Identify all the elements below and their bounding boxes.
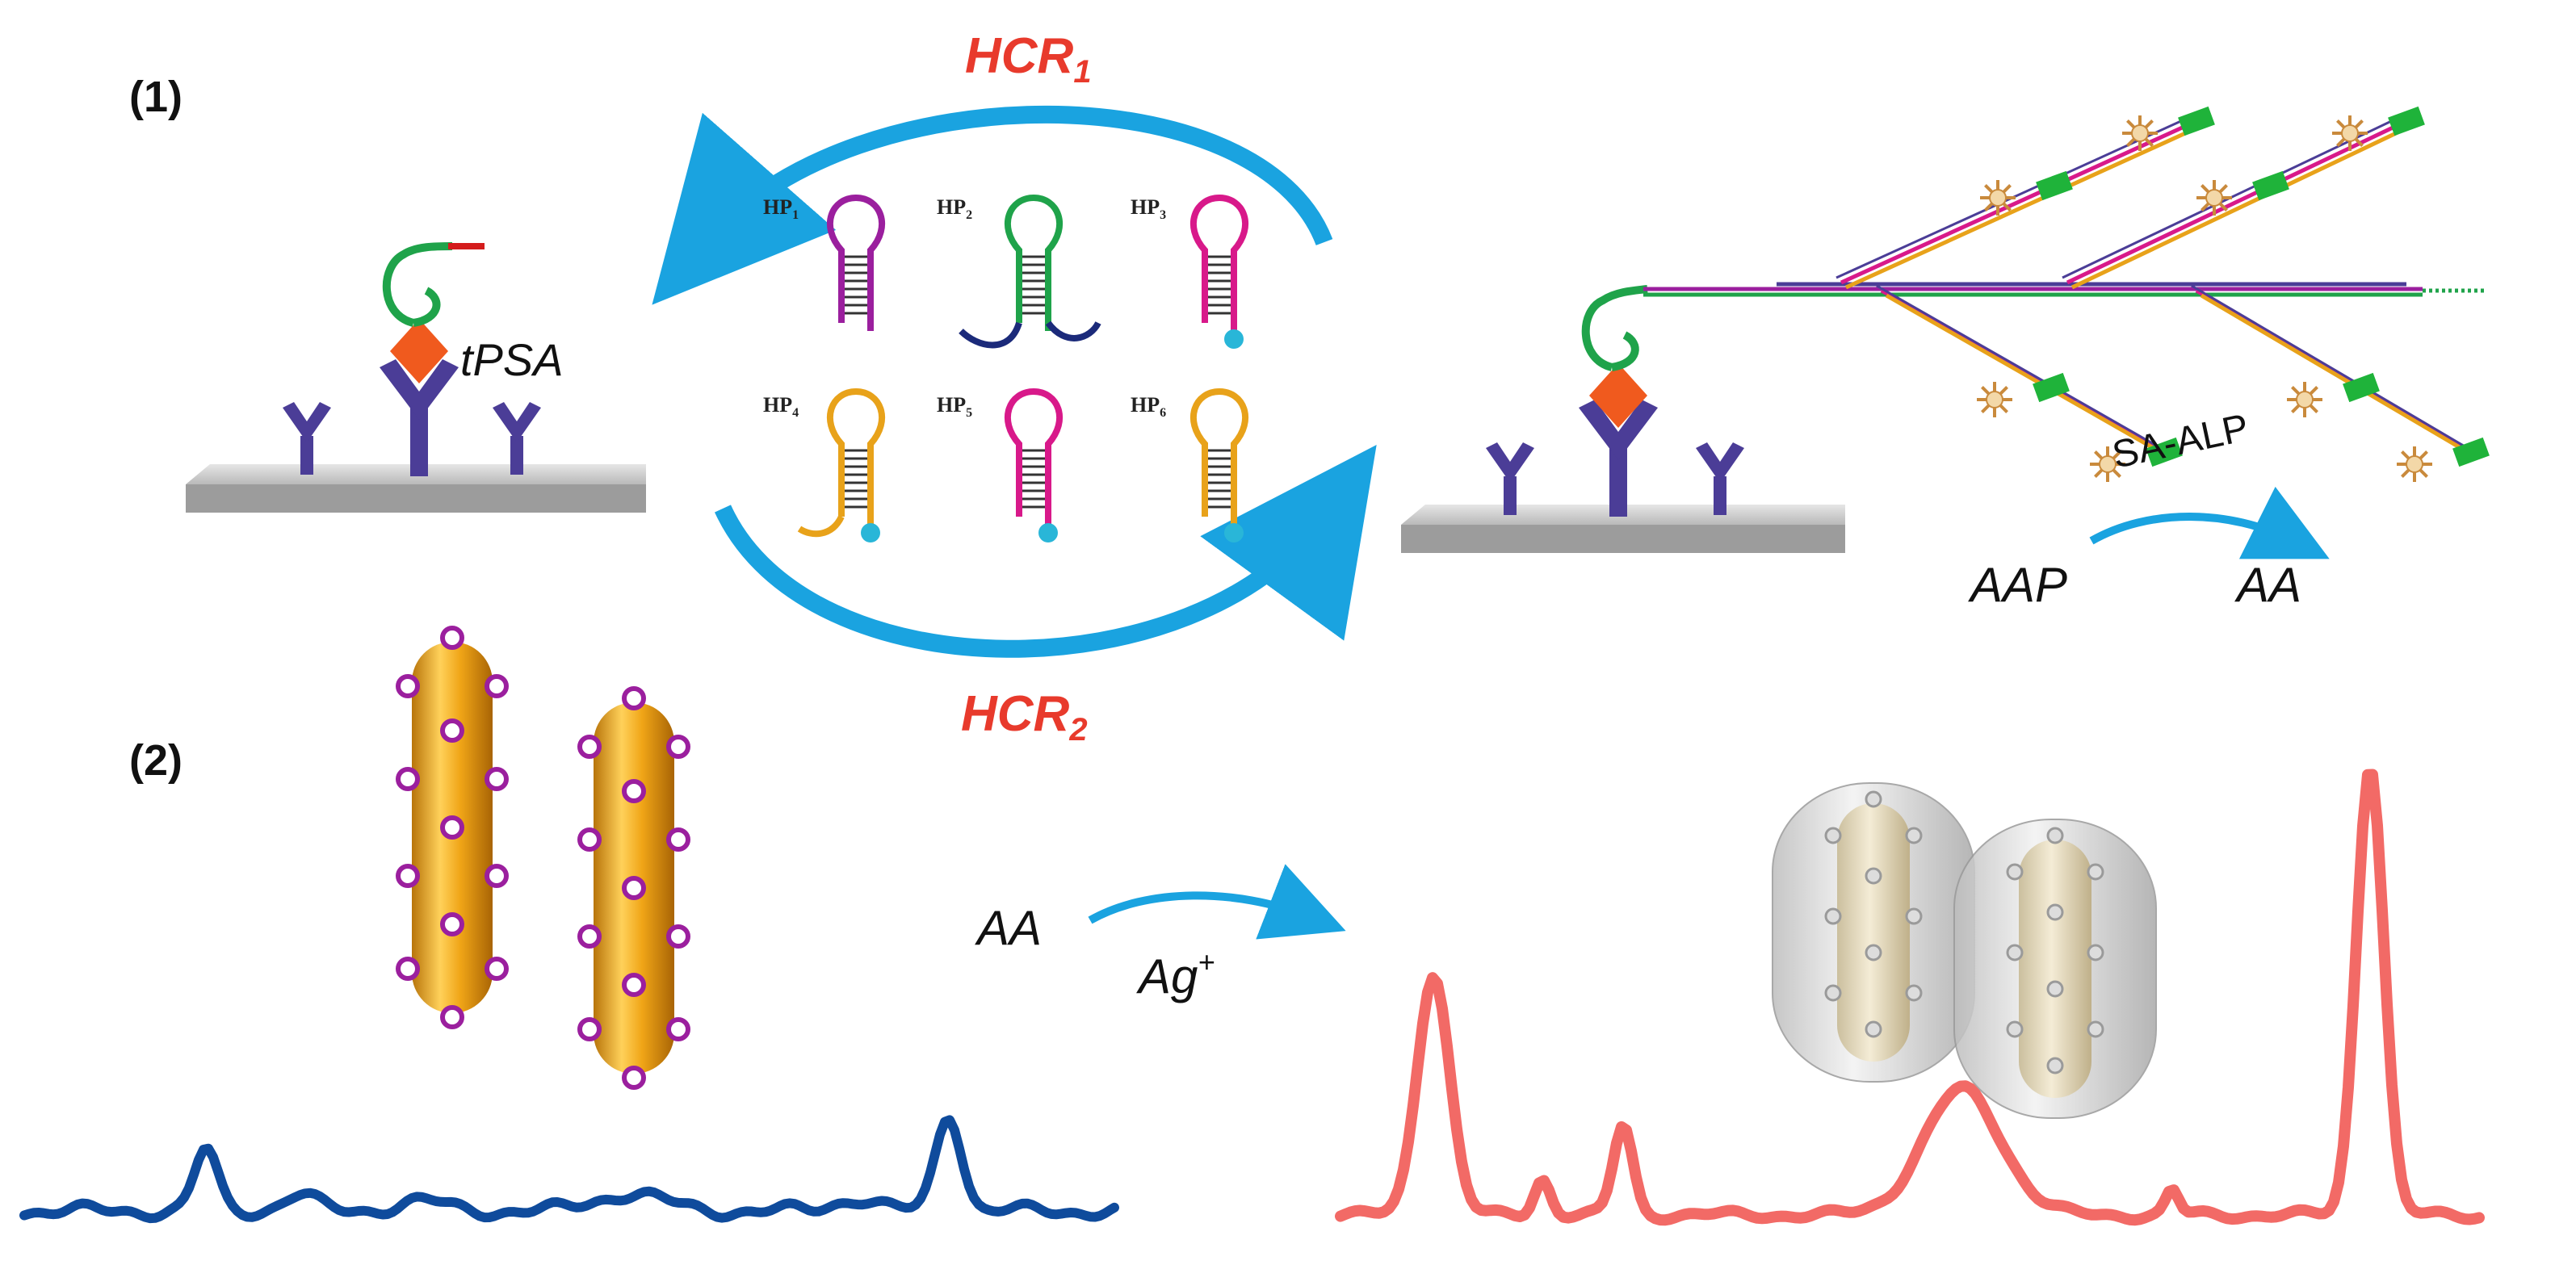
tpsa-antigen-icon	[390, 319, 448, 383]
hairpin-5-icon	[1004, 387, 1064, 542]
reaction2-from: AA	[975, 901, 1042, 955]
hcr2-arrow	[715, 445, 1377, 658]
sers-spectrum-before	[19, 1115, 1119, 1224]
hcr-branch	[1836, 106, 2215, 290]
capture-antibody-icon	[1579, 400, 1658, 517]
hcr-branch	[2062, 106, 2425, 290]
capture-antibody-icon	[380, 359, 459, 476]
hcr-branch	[1876, 284, 2183, 482]
antibody-icon	[283, 402, 331, 475]
hairpin-3-icon	[1189, 194, 1249, 349]
enzyme-label: SA-ALP	[2108, 406, 2252, 476]
hairpin-5-label: HP5	[937, 393, 972, 420]
hairpin-1-icon	[826, 194, 886, 331]
hcr1-arrow	[652, 105, 1333, 305]
hcr-branch	[2191, 284, 2490, 482]
hairpin-3-label: HP3	[1131, 195, 1166, 222]
core-shell-nanorod-icon	[1953, 819, 2157, 1119]
detection-strand-icon	[382, 242, 453, 327]
sa-alp-icon	[2178, 106, 2215, 136]
biotin-star-icon	[2287, 382, 2322, 417]
reaction1-from: AAP	[1968, 558, 2067, 612]
detection-strand-icon	[1581, 285, 1648, 371]
hairpin-6-icon	[1189, 387, 1249, 542]
target-label: tPSA	[460, 334, 564, 385]
hcr-backbone	[1643, 282, 2487, 297]
right-slab	[1401, 525, 1845, 553]
hcr-branches	[1836, 106, 2490, 482]
sa-alp-icon	[2146, 437, 2183, 467]
reaction1-to: AA	[2234, 558, 2301, 612]
right-substrate-assembly: SA-ALP AAP AA	[1401, 106, 2490, 612]
reaction1-arrow	[2089, 486, 2330, 559]
sa-alp-icon	[2036, 170, 2073, 201]
antibody-icon	[493, 402, 541, 475]
sers-spectrum-after	[1335, 769, 2485, 1226]
gold-nanorods	[396, 626, 690, 1090]
panel-2-label: (2)	[129, 736, 183, 785]
reaction2-arrow	[1088, 864, 1346, 940]
hcr2-label: HCR2	[961, 686, 1088, 748]
core-shell-nanorods	[1772, 782, 2157, 1119]
hairpin-2-icon	[959, 194, 1101, 349]
hairpin-4-icon	[797, 387, 886, 542]
biotin-star-icon	[1980, 180, 2016, 216]
gold-nanorod-icon	[577, 686, 690, 1090]
sa-alp-icon	[2343, 372, 2380, 403]
strand-curl	[412, 287, 441, 327]
sa-alp-icon	[2033, 372, 2070, 403]
biotin-star-icon	[1977, 382, 2012, 417]
hairpin-2-label: HP2	[937, 195, 972, 222]
gold-nanorod-icon	[396, 626, 509, 1029]
reaction2-over: Ag+	[1136, 945, 1215, 1003]
hairpin-6-label: HP6	[1131, 393, 1166, 420]
biotin-star-icon	[2332, 115, 2368, 151]
strand-curl	[1611, 331, 1639, 371]
biotin-star-icon	[2397, 446, 2432, 482]
hairpin-1-label: HP1	[763, 195, 799, 222]
sa-alp-icon	[2252, 170, 2289, 201]
sa-alp-icon	[2388, 106, 2425, 136]
hcr1-label: HCR1	[965, 28, 1092, 90]
left-slab	[186, 484, 646, 513]
antibody-icon	[1696, 442, 1744, 515]
panel-1-label: (1)	[129, 73, 183, 121]
left-substrate-assembly: tPSA	[186, 242, 646, 513]
tpsa-antigen-icon	[1589, 363, 1647, 428]
biotin-star-icon	[2090, 446, 2125, 482]
core-shell-nanorod-icon	[1772, 782, 1975, 1083]
hairpin-4-label: HP4	[763, 393, 799, 420]
biotin-star-icon	[2196, 180, 2232, 216]
biotin-star-icon	[2122, 115, 2158, 151]
sa-alp-icon	[2452, 437, 2490, 467]
antibody-icon	[1486, 442, 1534, 515]
